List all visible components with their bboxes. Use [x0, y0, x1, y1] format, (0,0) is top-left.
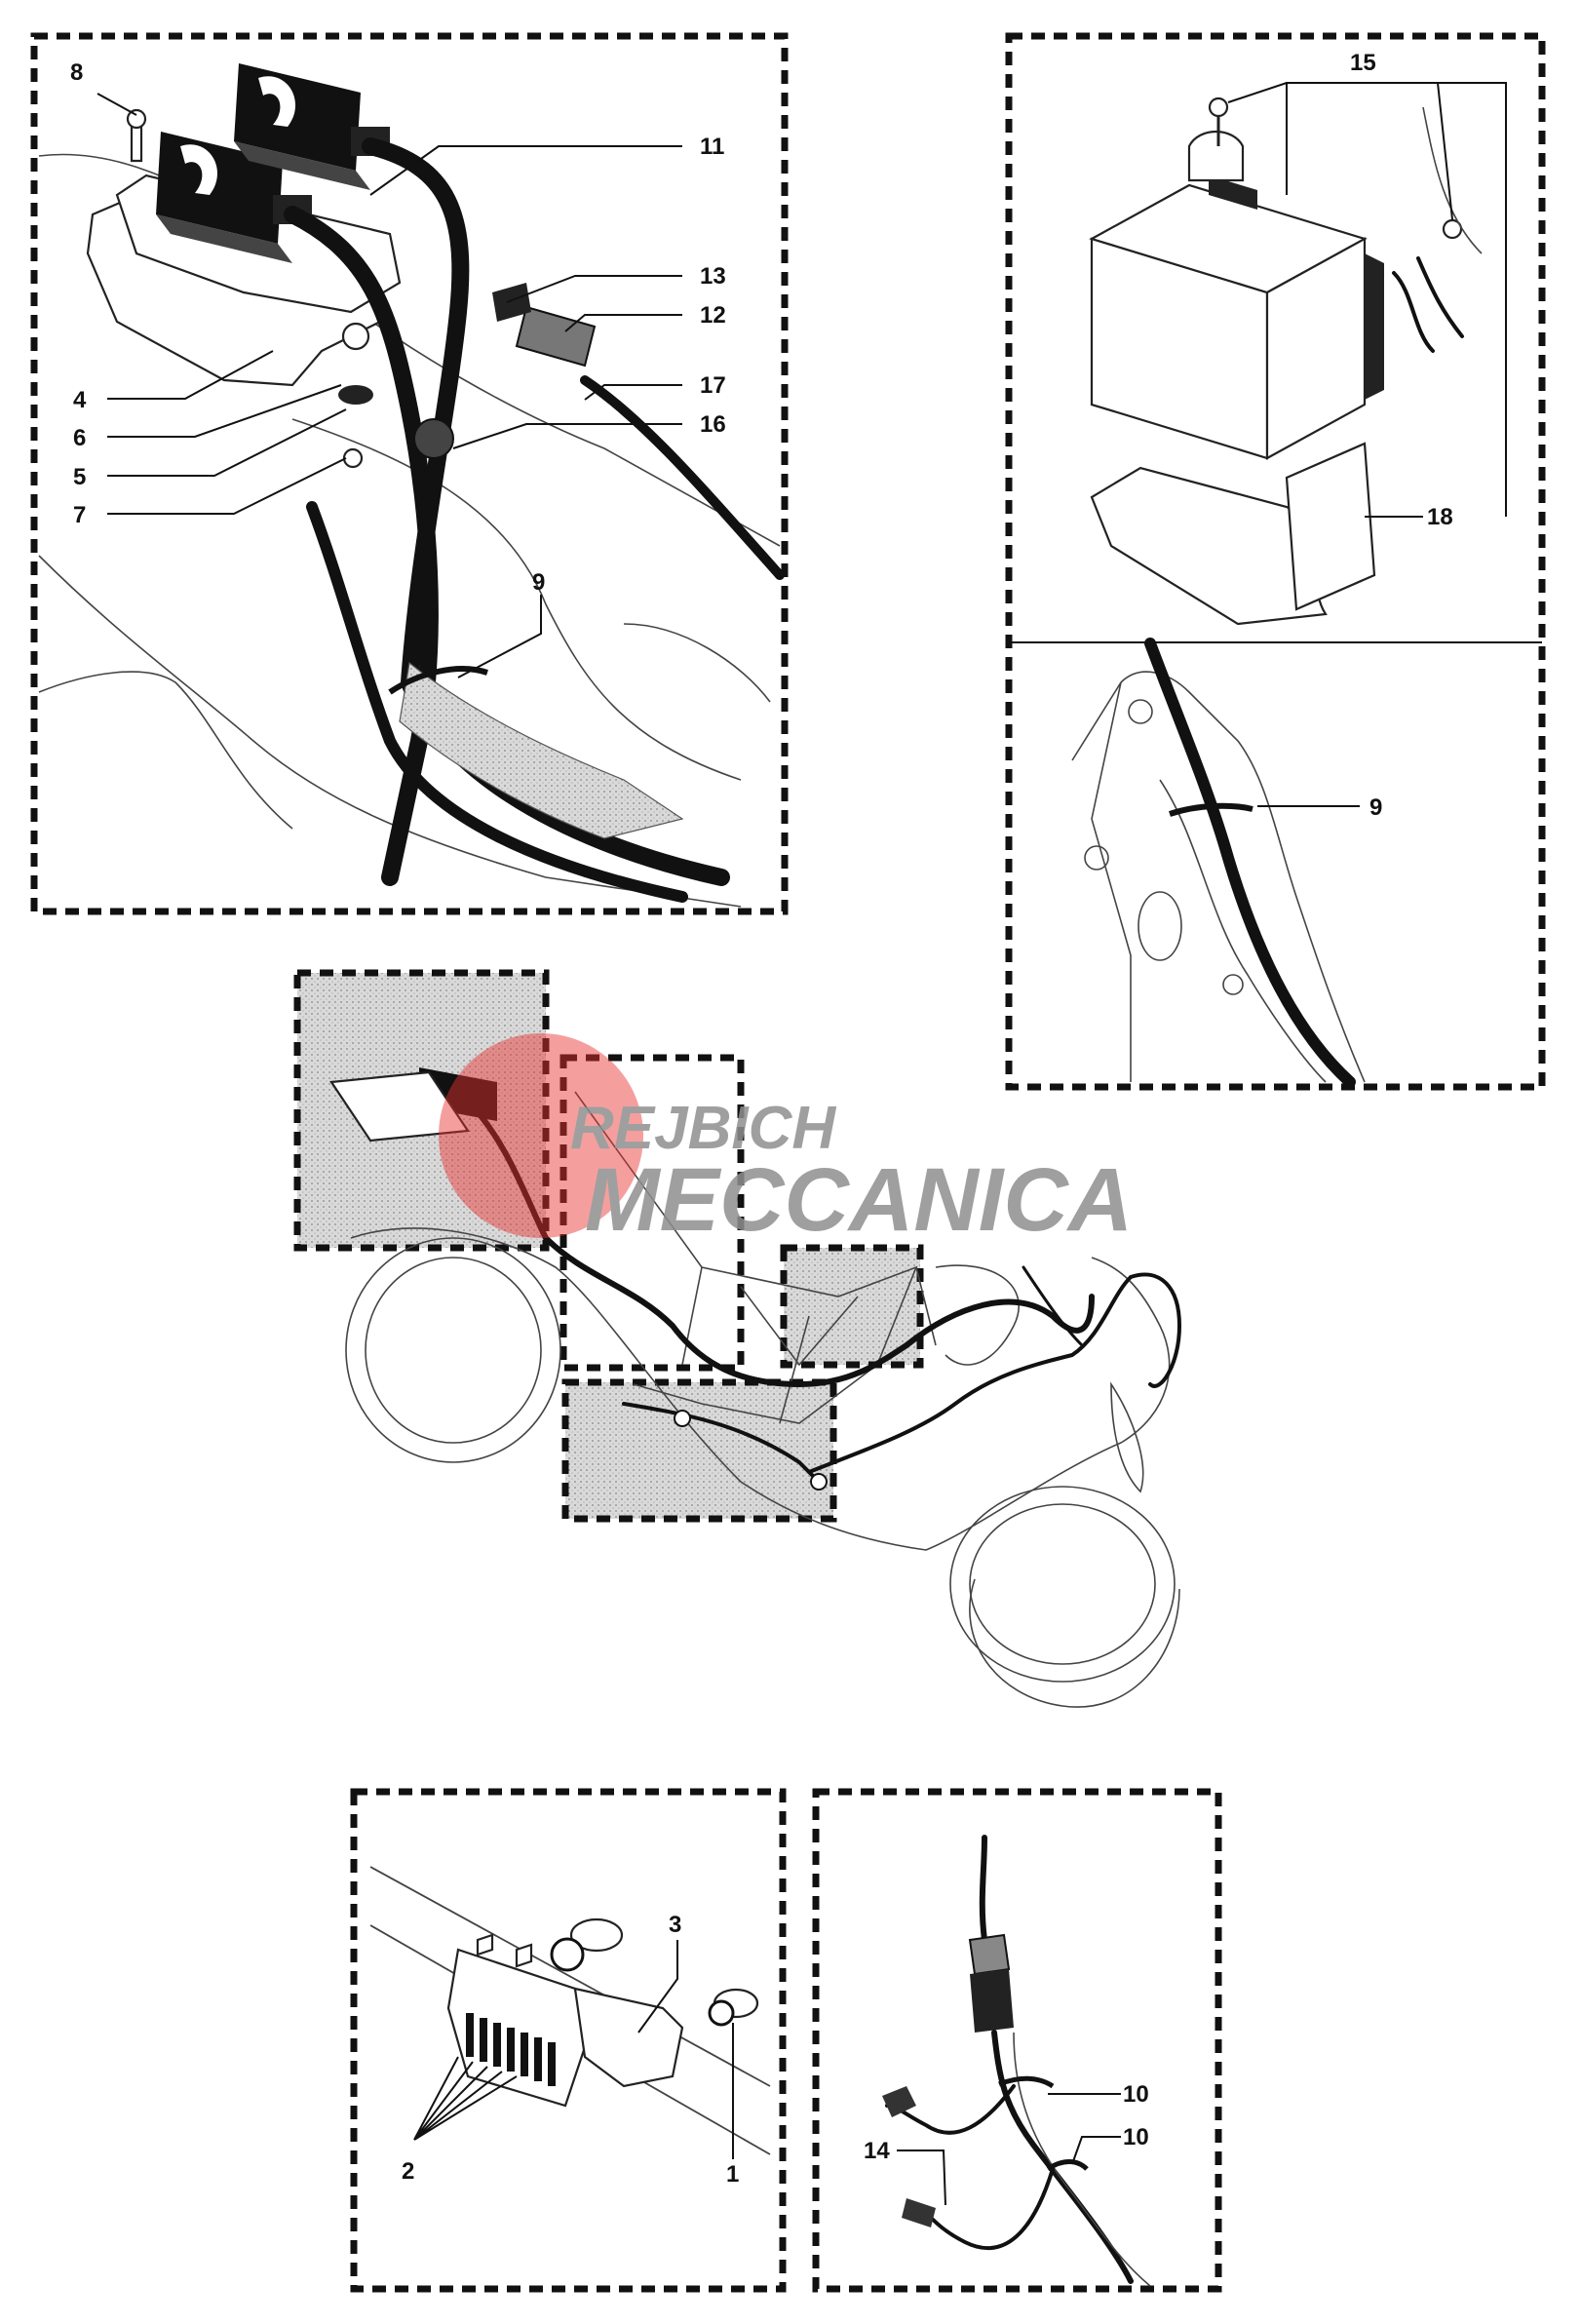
rear-wheel	[345, 1237, 561, 1463]
front-wheel	[949, 1486, 1176, 1683]
harness-sleeve	[1013, 2032, 1151, 2287]
harness-cable	[284, 206, 439, 886]
harness-cable	[991, 2030, 1134, 2284]
detail-shade	[784, 1248, 920, 1365]
body-outline	[969, 1578, 1180, 1708]
bushing-icon	[550, 1937, 585, 1972]
harness-cable	[580, 375, 785, 580]
watermark-line2: MECCANICA	[585, 1150, 1133, 1250]
panel-battery: 15 18 9	[1005, 32, 1546, 1091]
callout-6: 6	[73, 425, 86, 451]
connector-icon	[968, 1933, 1011, 1976]
harness-cable	[306, 501, 688, 903]
watermark-logo-icon	[439, 1033, 643, 1238]
cable-tie-icon	[1169, 802, 1253, 817]
body-outline	[623, 623, 771, 703]
cable-tie-icon	[388, 666, 488, 695]
grommet-icon	[413, 418, 454, 459]
callout-16: 16	[700, 411, 726, 438]
cable-tie-icon	[998, 2075, 1055, 2089]
relay-icon	[515, 305, 597, 368]
rectifier-pins	[466, 2013, 556, 2086]
panel-connectors: 10 10 14	[812, 1788, 1222, 2293]
bracket	[573, 1987, 684, 2088]
frame-trellis	[681, 1266, 937, 1424]
connector-icon	[882, 2086, 916, 2117]
main-harness	[465, 1099, 1095, 1388]
callout-18: 18	[1427, 504, 1453, 530]
battery-lead	[1422, 106, 1483, 254]
frame-outline	[1120, 671, 1366, 1083]
detail-frame	[561, 1378, 837, 1523]
detail-frame	[780, 1244, 924, 1369]
bolt-icon	[1208, 97, 1229, 118]
watermark: REJBICH MECCANICA	[439, 1033, 1133, 1250]
callout-9: 9	[1369, 794, 1382, 821]
cable-tie-icon	[1046, 2159, 1089, 2172]
harness-cable	[1144, 638, 1356, 1088]
connector-icon	[902, 2198, 936, 2227]
callout-14: 14	[864, 2138, 890, 2164]
panel-frame	[812, 1788, 1222, 2293]
callout-12: 12	[700, 302, 726, 329]
headlight	[1110, 1381, 1144, 1493]
frame-trellis	[574, 1091, 918, 1424]
branch-cable	[924, 2167, 1055, 2251]
bolt-icon	[1442, 218, 1463, 240]
panel-frame	[30, 32, 789, 915]
rubber-pad	[1285, 442, 1376, 611]
callout-2: 2	[402, 2158, 414, 2185]
washer-icon	[569, 1917, 624, 1953]
panel-regulators: 8 11 13 12 17 16 4 6 5 7 9	[30, 32, 789, 915]
grommet-icon	[338, 385, 373, 405]
callout-1: 1	[726, 2161, 739, 2188]
harness-cable	[979, 1835, 987, 1943]
screw-icon	[342, 447, 364, 469]
callout-10: 10	[1123, 2081, 1149, 2108]
sub-harness	[1022, 1265, 1084, 1347]
callout-4: 4	[73, 387, 87, 413]
mounting-plate	[329, 1070, 470, 1143]
callout-5: 5	[73, 464, 86, 490]
callout-9: 9	[532, 569, 545, 596]
body-outline	[38, 555, 742, 908]
callout-15: 15	[1350, 50, 1376, 76]
body-outline	[38, 671, 293, 830]
battery-bracket	[1187, 131, 1245, 182]
detail-shade	[565, 1382, 833, 1519]
regulator-unit-icon	[234, 63, 370, 190]
detail-frame	[293, 969, 550, 1252]
callout-7: 7	[73, 502, 86, 528]
protective-sleeve	[399, 661, 684, 839]
panel-frame	[1005, 32, 1546, 1091]
bushing-icon	[708, 1999, 735, 2027]
body-outline	[291, 418, 742, 781]
callout-3: 3	[669, 1912, 681, 1938]
detail-frame	[559, 1054, 745, 1372]
battery-icon	[1089, 175, 1384, 460]
callout-17: 17	[700, 372, 726, 399]
callout-13: 13	[700, 263, 726, 290]
callout-8: 8	[70, 59, 83, 86]
main-harness	[807, 1272, 1182, 1474]
motorcycle-overview: REJBICH MECCANICA	[293, 969, 1182, 1708]
body-outline	[350, 1227, 1171, 1551]
callout-10: 10	[1123, 2124, 1149, 2150]
panel-rectifier: 2 3 1	[350, 1788, 787, 2293]
frame-outline	[1071, 681, 1132, 1082]
screw-icon	[341, 322, 370, 351]
battery-lead	[1392, 271, 1435, 353]
clip-icon	[492, 283, 531, 322]
frame-trellis	[935, 1264, 1020, 1366]
callout-11: 11	[700, 134, 724, 160]
battery-lead	[1416, 256, 1464, 338]
panel-frame	[350, 1788, 787, 2293]
connector-icon	[970, 1969, 1014, 2033]
watermark-line1: REJBICH	[570, 1095, 836, 1162]
main-harness	[622, 1402, 821, 1484]
frame-outline	[1159, 779, 1327, 1083]
bolt-head-icon	[126, 108, 147, 130]
